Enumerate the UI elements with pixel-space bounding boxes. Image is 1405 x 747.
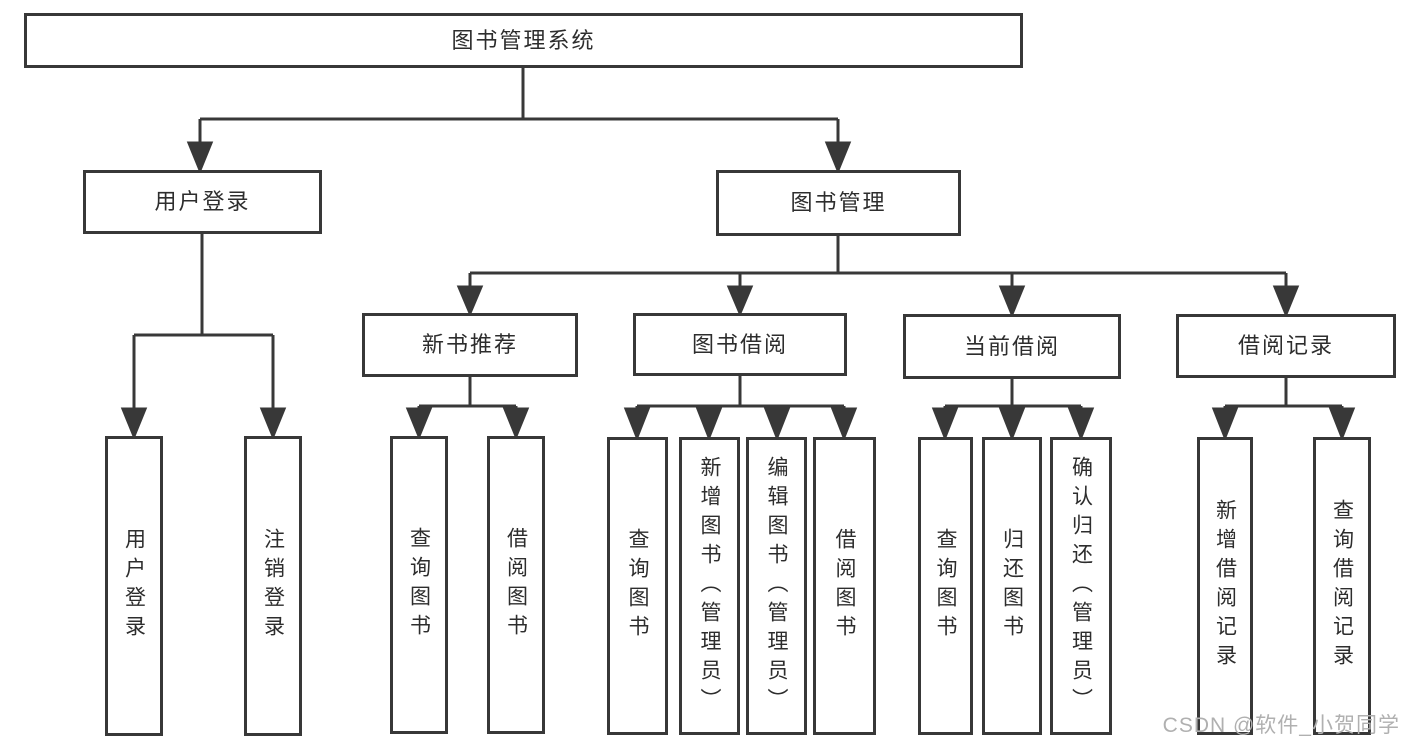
leaf-current-query-books: 查询图书 (918, 437, 973, 735)
node-book-management: 图书管理 (716, 170, 961, 236)
node-book-borrow-label: 图书借阅 (691, 331, 788, 357)
leaf-logout: 注销登录 (244, 436, 302, 736)
leaf-records-add-borrow-record: 新增借阅记录 (1197, 437, 1253, 735)
leaf-recommend-query-books: 查询图书 (390, 436, 448, 734)
node-user-login: 用户登录 (83, 170, 322, 234)
leaf-current-confirm-return-admin: 确认归还（管理员） (1050, 437, 1112, 735)
node-root-label: 图书管理系统 (451, 27, 596, 53)
leaf-recommend-borrow-books: 借阅图书 (487, 436, 545, 734)
node-new-book-recommend-label: 新书推荐 (421, 332, 518, 357)
node-current-borrow: 当前借阅 (903, 314, 1121, 379)
node-user-login-label: 用户登录 (154, 189, 251, 214)
leaf-records-query-borrow-record: 查询借阅记录 (1313, 437, 1371, 735)
node-current-borrow-label: 当前借阅 (963, 333, 1060, 359)
leaf-current-return-books: 归还图书 (982, 437, 1042, 735)
node-book-management-label: 图书管理 (790, 190, 887, 215)
leaf-user-login: 用户登录 (105, 436, 163, 736)
leaf-borrow-borrow-books: 借阅图书 (813, 437, 876, 735)
csdn-watermark: CSDN @软件_小贺同学 (1162, 714, 1400, 737)
node-book-borrow: 图书借阅 (633, 313, 847, 376)
leaf-borrow-add-books-admin: 新增图书（管理员） (679, 437, 740, 735)
leaf-borrow-edit-books-admin: 编辑图书（管理员） (746, 437, 807, 735)
leaf-borrow-query-books: 查询图书 (607, 437, 668, 735)
node-borrow-records: 借阅记录 (1176, 314, 1396, 378)
node-borrow-records-label: 借阅记录 (1237, 333, 1334, 358)
node-new-book-recommend: 新书推荐 (362, 313, 578, 377)
node-root-library-system: 图书管理系统 (24, 13, 1023, 68)
